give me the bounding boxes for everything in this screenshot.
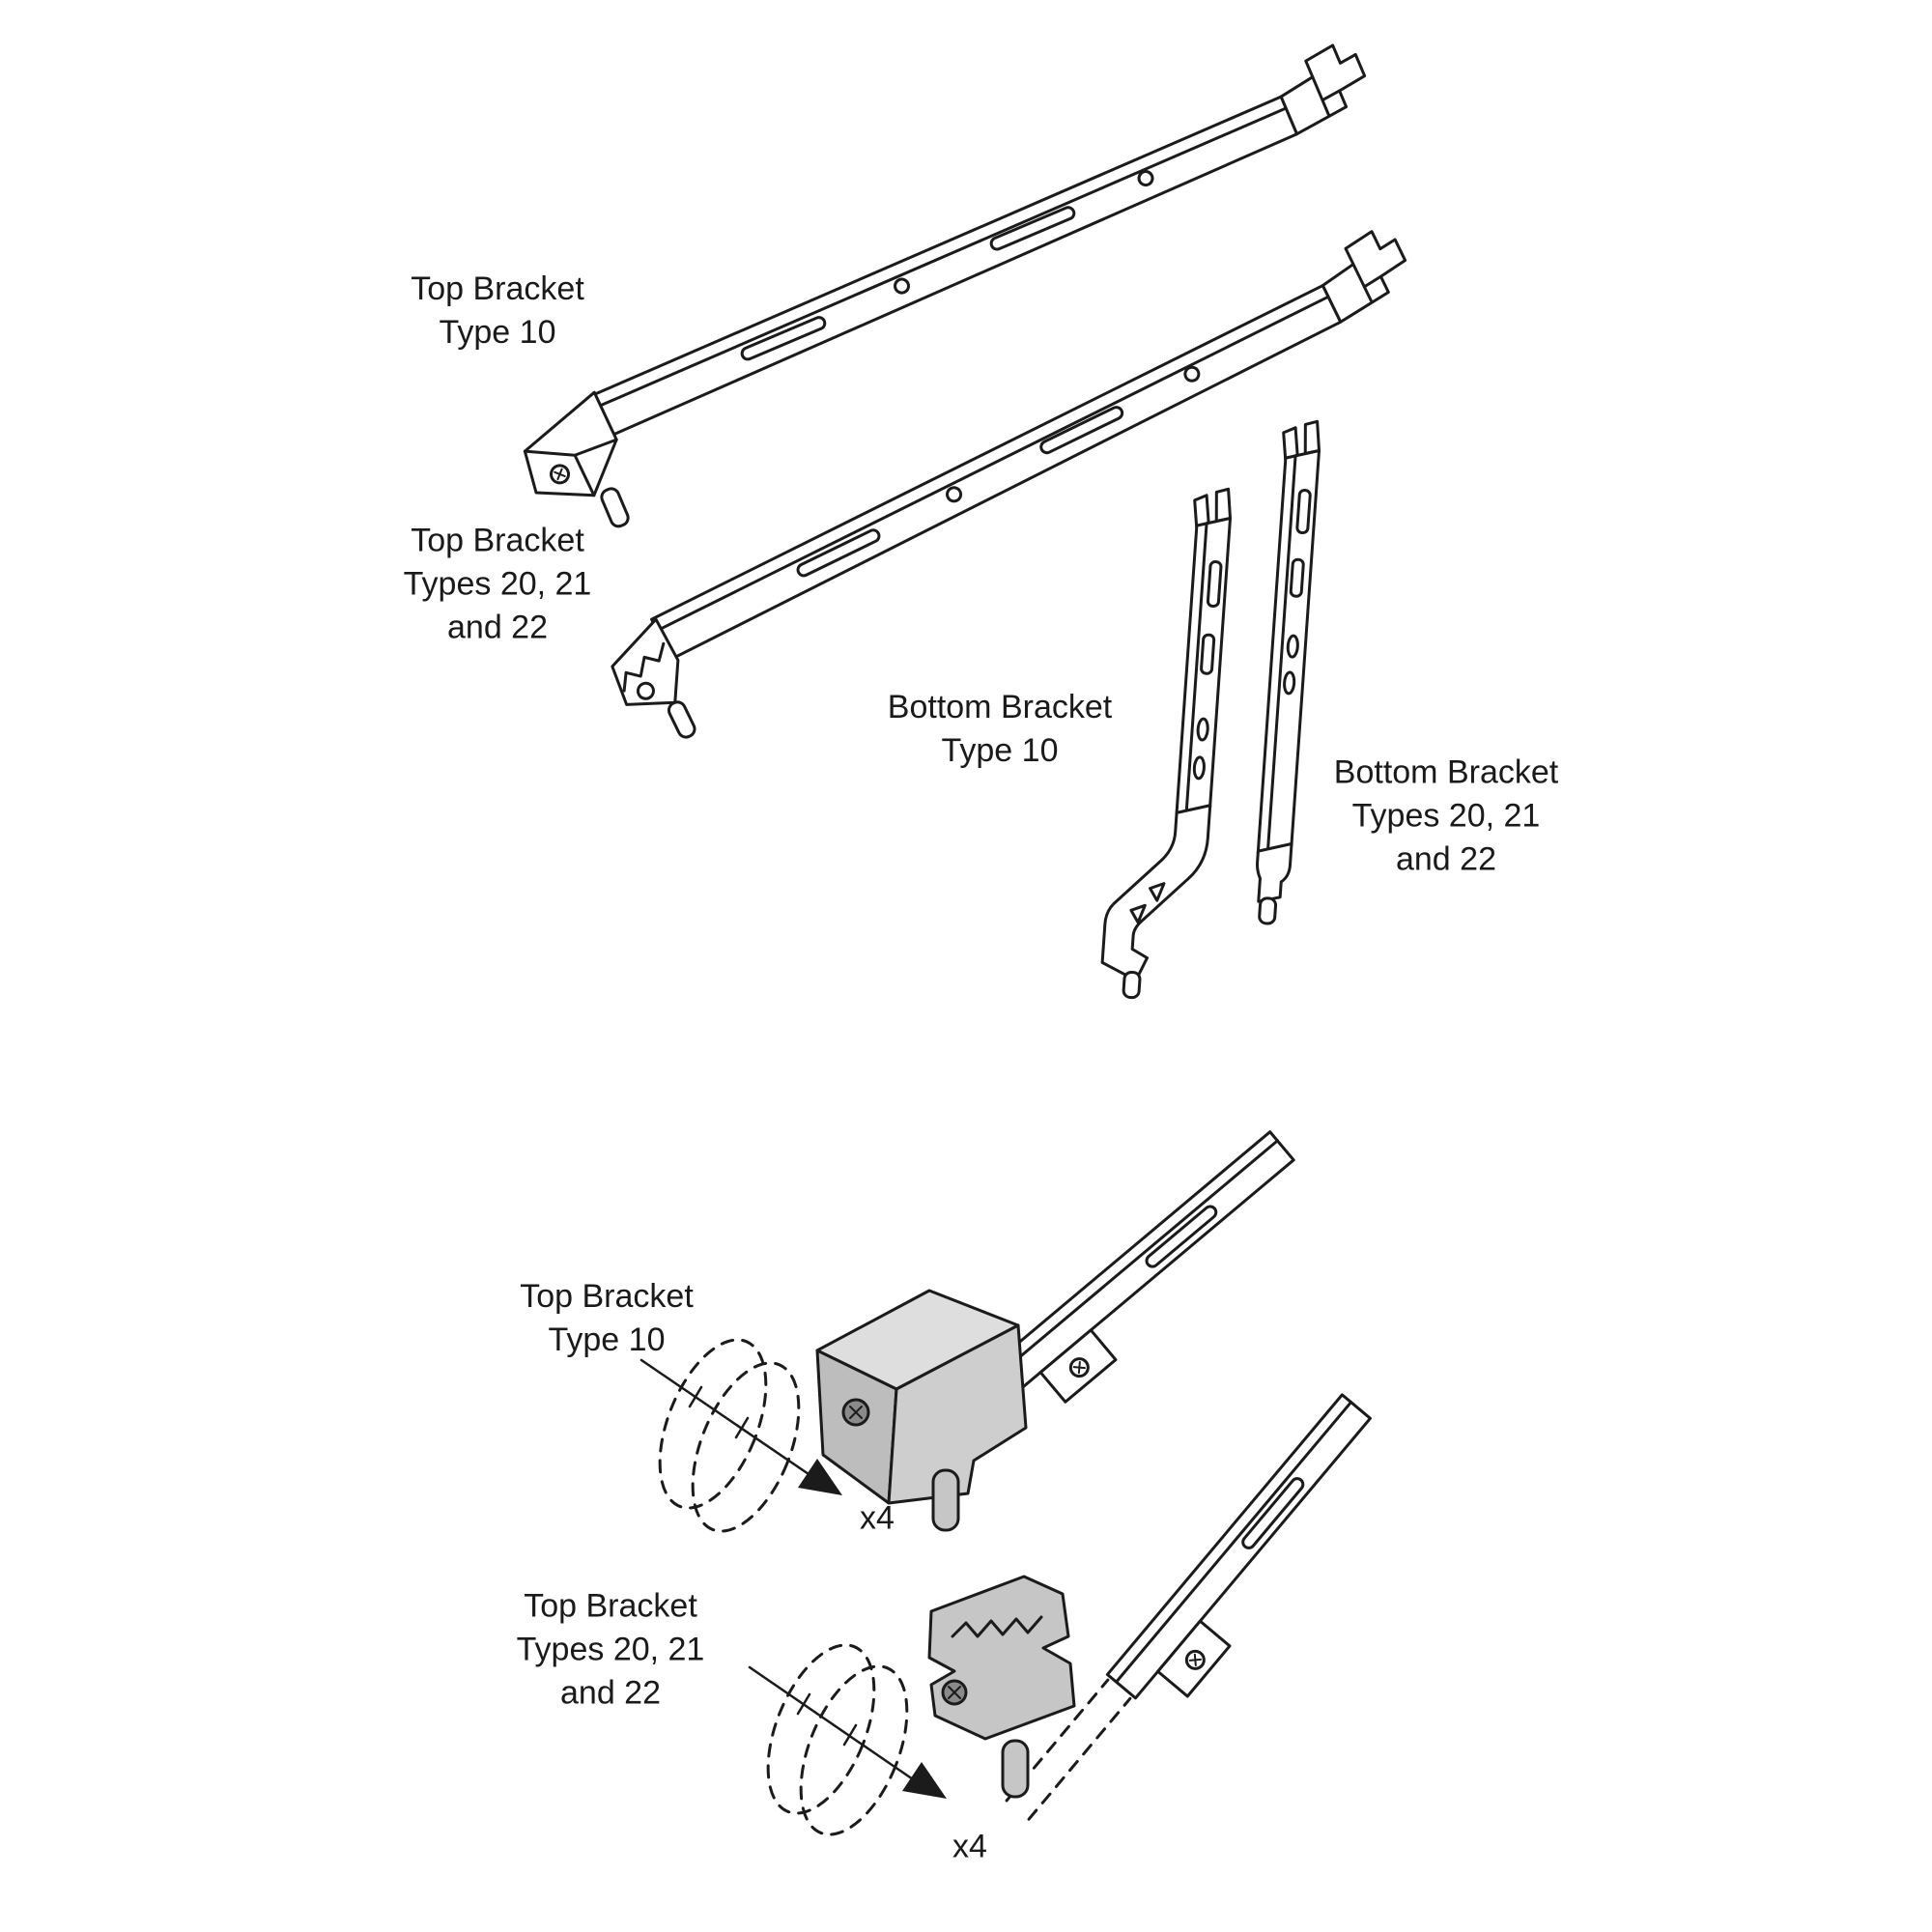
top-bracket-types202122-label: Top Bracket Types 20, 21 and 22 xyxy=(403,522,592,646)
clip-icon xyxy=(600,487,630,528)
quantity-type10-label: x4 xyxy=(860,1499,895,1537)
assembly-type10-cap xyxy=(815,1289,1028,1532)
clip-icon xyxy=(931,1468,960,1532)
direction-arrow-icon xyxy=(902,1762,947,1799)
assembly-top-bracket-types202122-label: Top Bracket Types 20, 21 and 22 xyxy=(516,1587,705,1712)
clip-icon xyxy=(667,700,696,739)
screw-icon xyxy=(636,681,655,700)
bottom-bracket-type10-label: Bottom Bracket Type 10 xyxy=(887,689,1113,769)
clip-icon xyxy=(1258,896,1278,925)
spring-icon xyxy=(622,641,666,693)
assembly-types202122-drawing xyxy=(748,1393,1402,1848)
top-bracket-type10-label: Top Bracket Type 10 xyxy=(411,270,584,351)
assembly-type10-drawing xyxy=(639,1130,1321,1533)
quantity-types202122-label: x4 xyxy=(952,1828,987,1865)
assembly-types202122-clamp xyxy=(927,1575,1076,1799)
assembly-type10-fastening xyxy=(639,1338,842,1533)
rotation-ellipse-icon xyxy=(691,1361,801,1533)
top-bracket-types202122-drawing xyxy=(611,222,1423,739)
bottom-bracket-types202122-label: Bottom Bracket Types 20, 21 and 22 xyxy=(1333,753,1559,878)
bottom-bracket-types202122-drawing xyxy=(1256,419,1321,925)
rotation-ellipse-icon xyxy=(766,1643,876,1815)
direction-arrow-icon xyxy=(798,1459,842,1495)
assembly-top-bracket-type10-label: Top Bracket Type 10 xyxy=(520,1278,694,1358)
assembly-types202122-fastening xyxy=(748,1643,947,1836)
top-bracket-type10-drawing xyxy=(523,37,1380,528)
bottom-bracket-type10-drawing xyxy=(1100,487,1232,1000)
clip-icon xyxy=(1122,971,1142,1000)
clip-icon xyxy=(1001,1739,1030,1799)
rotation-ellipse-icon xyxy=(799,1664,909,1836)
rotation-ellipse-icon xyxy=(658,1338,768,1510)
spring-icon xyxy=(951,1615,1043,1638)
